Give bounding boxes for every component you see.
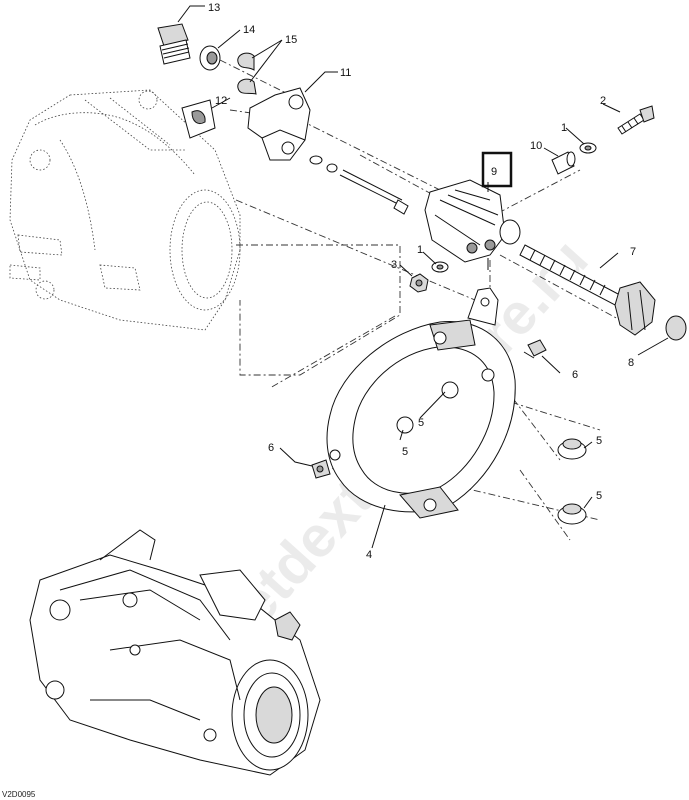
callout-5-right-top: 5	[596, 435, 602, 447]
washer-1-upper	[579, 142, 597, 154]
callout-13: 13	[208, 2, 220, 14]
washer-1-lower	[431, 261, 449, 273]
callout-3: 3	[391, 259, 397, 271]
bushing-5-right-bottom	[557, 503, 587, 525]
bracket-9[interactable]	[424, 179, 521, 270]
callout-4: 4	[366, 549, 372, 561]
pad-12	[181, 99, 216, 139]
bushing-14	[199, 45, 221, 71]
callout-12: 12	[215, 95, 227, 107]
callout-6-left: 6	[268, 442, 274, 454]
half-collar-15	[237, 52, 257, 95]
bushing-5-right-top	[557, 438, 587, 460]
callout-1-upper: 1	[561, 122, 567, 134]
callout-11: 11	[340, 67, 351, 79]
callout-9-box	[481, 151, 513, 188]
assembled-view	[29, 529, 321, 776]
callout-5-ring-right: 5	[418, 417, 424, 429]
cap-8	[665, 315, 687, 341]
pump-housing-phantom	[9, 89, 241, 331]
callout-2: 2	[600, 95, 606, 107]
washer-screw-set	[309, 155, 409, 215]
sleeve-10	[551, 151, 576, 175]
screw-6-right	[523, 339, 547, 359]
callout-1-lower: 1	[417, 244, 423, 256]
callout-5-right-bottom: 5	[596, 490, 602, 502]
callout-5-ring-left: 5	[402, 446, 408, 458]
callout-15: 15	[285, 34, 297, 46]
nut-3	[409, 273, 429, 293]
callout-9: 9	[491, 166, 497, 178]
callout-8: 8	[628, 357, 634, 369]
callout-7: 7	[630, 246, 636, 258]
callout-6-right: 6	[572, 369, 578, 381]
leader-lines	[177, 5, 669, 549]
drawing-code: V2D0095	[2, 790, 36, 799]
bolt-2	[617, 105, 655, 135]
arm-11	[247, 87, 311, 161]
screw-6-left	[311, 459, 331, 479]
callouts: 13 14 15 11 12 2 1 10 9 1 3 7 8 6 5 5 6 …	[208, 2, 636, 561]
plug-13	[157, 23, 191, 65]
callout-14: 14	[243, 24, 255, 36]
trim-screw-7	[519, 244, 656, 336]
callout-10: 10	[530, 140, 542, 152]
ring-4	[326, 287, 516, 519]
